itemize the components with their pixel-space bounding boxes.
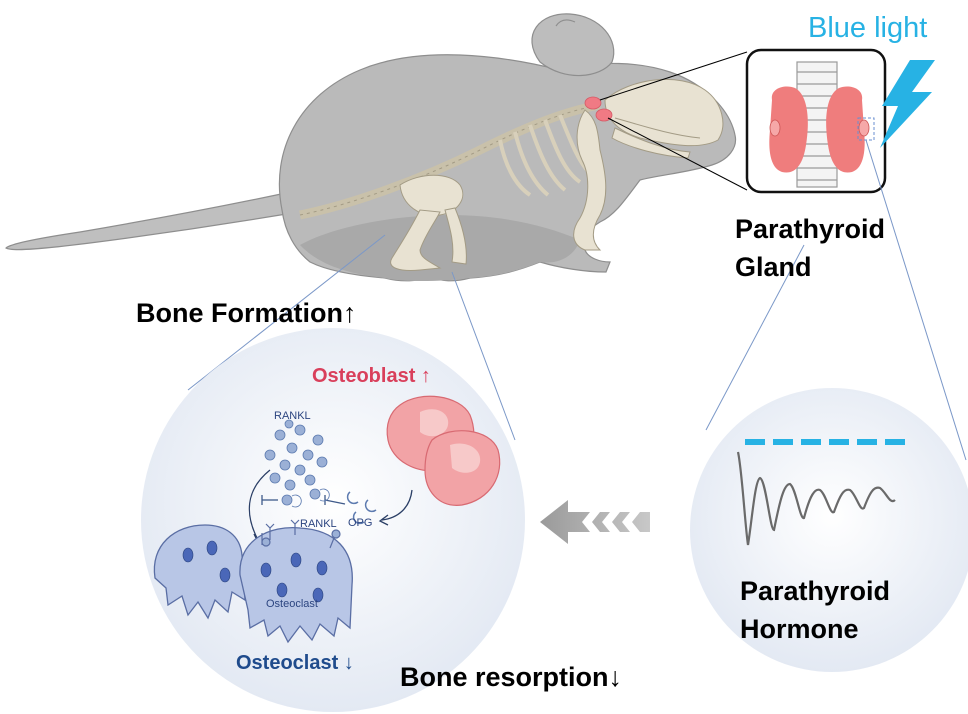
lightning-bolt-icon [880, 60, 935, 148]
chevron-arrow-icon [540, 500, 650, 544]
opg-label: OPG [348, 517, 373, 529]
pth-label-line1: Parathyroid [740, 576, 891, 606]
osteoclast-down-label: Osteoclast ↓ [236, 652, 354, 674]
osteoclast-cell-label: Osteoclast [266, 598, 318, 610]
rank-receptors [261, 519, 341, 549]
hormone-circle [690, 388, 968, 672]
rankl-opg-pairs [281, 488, 377, 525]
hormone-zoom-lines [705, 139, 967, 461]
rankl-top-label: RANKL [274, 410, 311, 422]
rankl-particles [264, 419, 328, 491]
parathyroid-gland-label-line1: Parathyroid [735, 214, 886, 244]
osteoblast-cell-icon [386, 395, 501, 506]
bone-resorption-label: Bone resorption↓ [400, 662, 623, 692]
osteoclast-cell-icon [153, 524, 353, 644]
pth-label-line2: Hormone [740, 614, 859, 644]
inhibition-marks [261, 495, 346, 505]
bone-zoom-lines [187, 234, 516, 441]
parathyroid-gland-label-line2: Gland [735, 252, 812, 282]
bone-formation-label: Bone Formation↑ [136, 298, 357, 328]
hormone-wave-icon [736, 439, 908, 546]
osteoblast-label: Osteoblast ↑ [312, 365, 431, 387]
blue-light-label: Blue light [808, 12, 928, 44]
parathyroid-gland-icon [745, 48, 887, 194]
gland-zoom-lines [599, 51, 748, 191]
mouse-icon [5, 13, 737, 282]
osteoclast-nuclei [182, 540, 328, 603]
rankl-bottom-label: RANKL [300, 518, 337, 530]
